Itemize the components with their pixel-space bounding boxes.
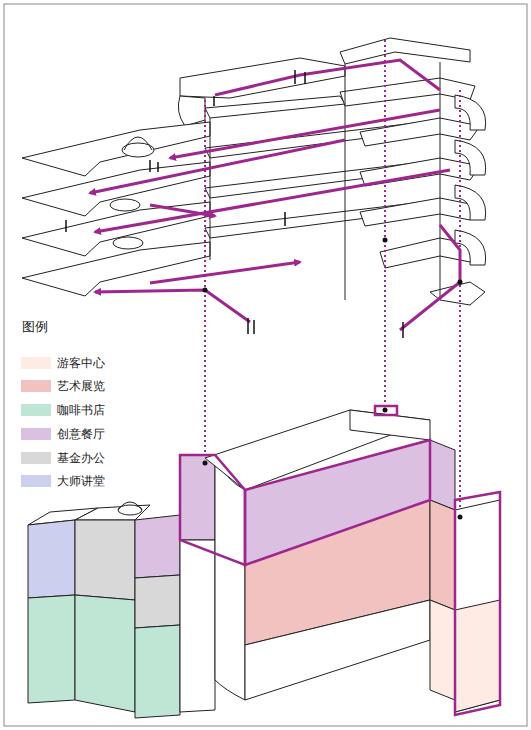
route-outline	[245, 440, 430, 565]
link-dot	[458, 515, 463, 520]
column-line	[210, 118, 211, 260]
link-dot	[383, 238, 388, 243]
legend-label: 咖啡书店	[57, 403, 105, 417]
link-dot	[203, 238, 463, 520]
circulation-arrow	[90, 60, 460, 330]
massing-block	[430, 500, 455, 610]
person-figure	[253, 320, 255, 334]
projection-line	[385, 300, 386, 410]
legend-label: 大师讲堂	[57, 474, 105, 488]
legend-swatch	[21, 475, 51, 487]
column-line	[345, 64, 346, 300]
route-outline	[455, 492, 500, 715]
legend-title: 图例	[22, 318, 48, 336]
massing-block	[180, 455, 215, 540]
circulation-arrow	[90, 140, 345, 193]
floor-slab	[124, 137, 152, 150]
massing-block	[430, 440, 455, 510]
floor-slab	[360, 198, 480, 226]
massing-block	[118, 502, 142, 510]
circulation-arrow	[400, 225, 460, 330]
link-dot	[203, 461, 208, 466]
massing-block	[455, 600, 500, 712]
massing-block	[135, 575, 180, 628]
legend-swatch	[21, 357, 51, 369]
projection-line	[205, 330, 206, 460]
massing-block	[75, 520, 135, 600]
person-figure	[294, 70, 296, 84]
dotted-link	[459, 90, 461, 517]
dotted-link	[384, 40, 386, 410]
link-dot	[458, 280, 463, 285]
link-dot	[383, 408, 388, 413]
massing-block	[430, 600, 455, 700]
legend-label: 创意餐厅	[57, 427, 105, 441]
massing-block	[215, 455, 245, 700]
floor-slab	[180, 58, 345, 98]
legend-label: 游客中心	[57, 356, 105, 370]
link-dot	[203, 288, 208, 293]
column-line	[440, 62, 441, 300]
massing-block	[180, 540, 215, 712]
route-outline	[180, 406, 500, 715]
person-figure	[65, 220, 67, 232]
person-figure	[66, 70, 403, 338]
person-figure	[213, 96, 215, 106]
floor-slab	[178, 96, 205, 126]
massing-block	[28, 520, 75, 598]
dotted-link	[204, 100, 206, 463]
floor-slab	[113, 237, 143, 249]
circulation-arrow	[95, 170, 450, 232]
legend-swatch	[21, 404, 51, 416]
circulation-arrow	[95, 290, 250, 322]
person-figure	[157, 162, 159, 172]
massing-block	[75, 505, 150, 520]
floor-slab	[205, 96, 345, 118]
circulation-arrow	[150, 262, 300, 283]
floor-slab	[110, 199, 140, 211]
person-figure	[402, 322, 404, 338]
floor-slab	[22, 242, 210, 296]
massing-block	[135, 515, 180, 578]
floor-slab	[22, 38, 486, 305]
person-figure	[304, 72, 306, 84]
massing-block	[135, 625, 180, 718]
route-outline	[180, 455, 245, 565]
legend-label: 艺术展览	[57, 379, 105, 393]
frame	[4, 4, 527, 726]
person-figure	[247, 318, 249, 334]
legend-swatch	[21, 428, 51, 440]
person-figure	[149, 160, 151, 172]
route-outline	[375, 406, 397, 415]
legend-label: 基金办公	[57, 451, 105, 465]
legend-swatch	[21, 452, 51, 464]
circulation-arrow	[215, 60, 440, 95]
massing-block	[455, 500, 500, 712]
massing-block	[28, 410, 500, 718]
legend-swatch	[21, 380, 51, 392]
floor-slab	[340, 38, 470, 64]
massing-block	[245, 600, 430, 700]
massing-block	[28, 595, 75, 703]
circulation-arrow	[170, 110, 440, 158]
person-figure	[284, 212, 286, 226]
massing-block	[75, 595, 135, 712]
column-line	[210, 62, 440, 300]
